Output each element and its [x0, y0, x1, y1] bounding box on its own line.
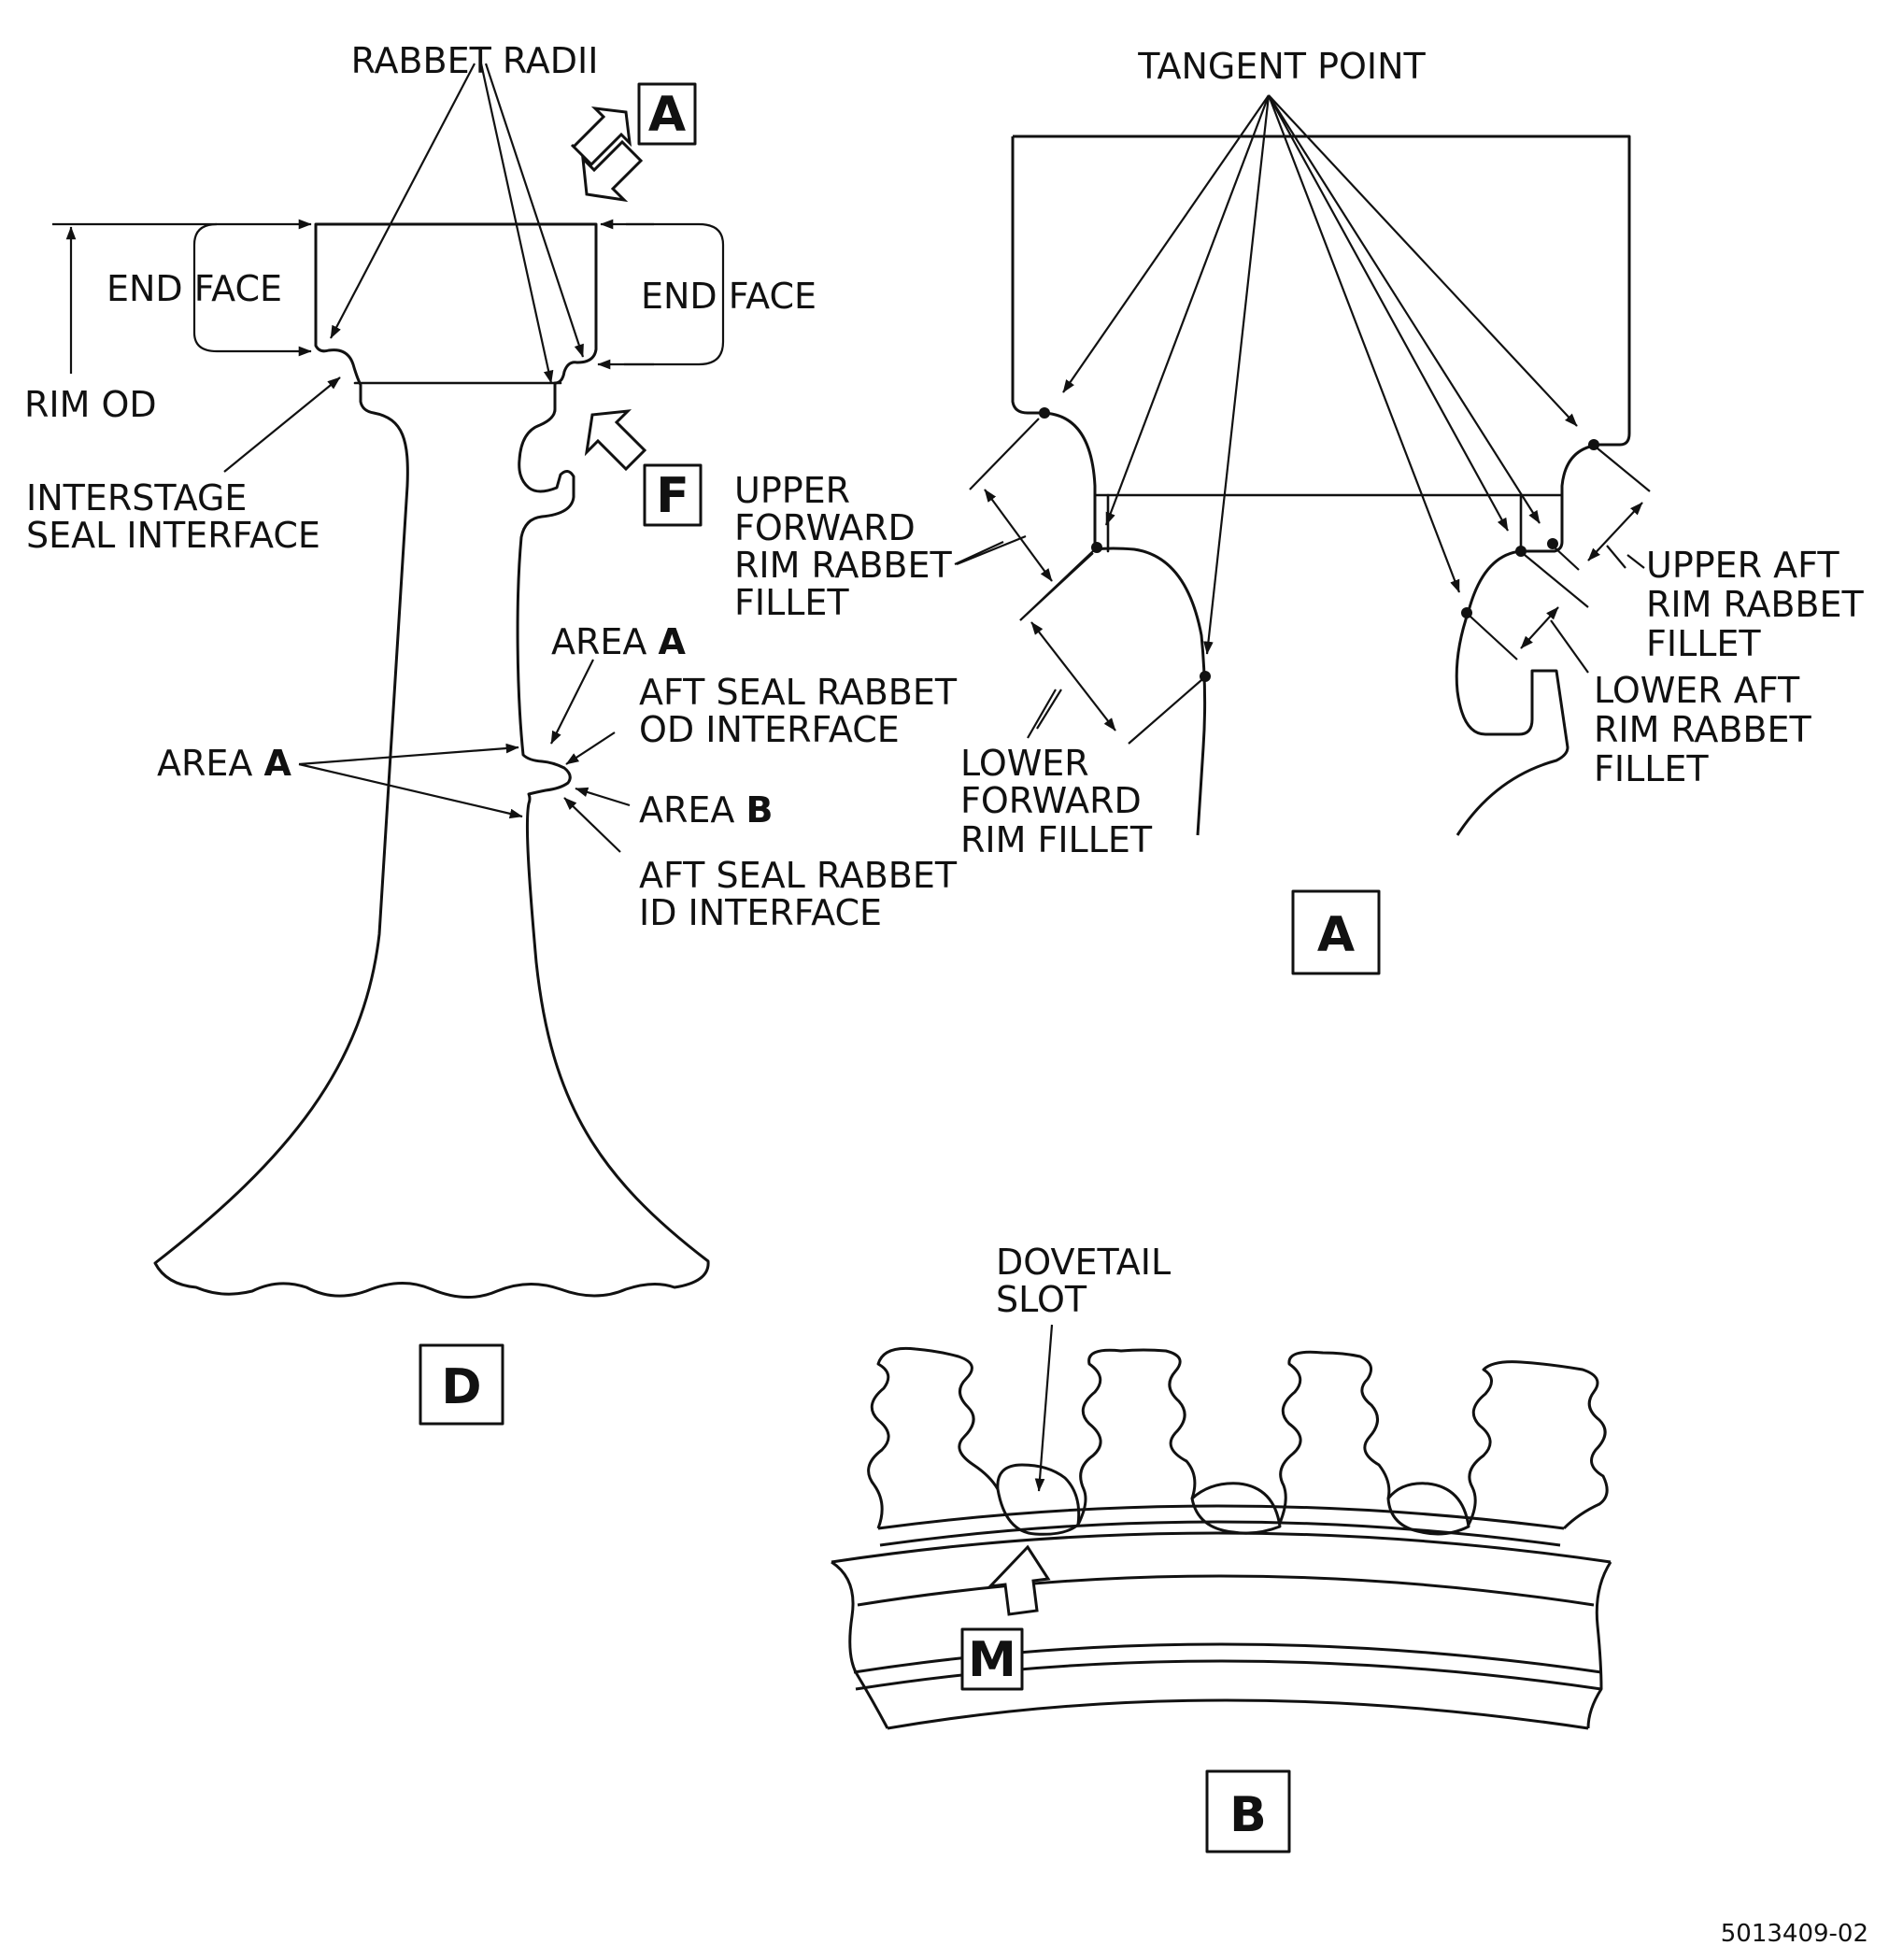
dovetail-label-1: DOVETAIL: [996, 1242, 1171, 1283]
area-b-label: AREA B: [639, 789, 773, 831]
lar-label-1: LOWER AFT: [1594, 670, 1800, 711]
rim-band-2: [879, 1520, 1561, 1547]
interstage-label-2: SEAL INTERFACE: [26, 515, 320, 556]
aft-id-label-2: ID INTERFACE: [639, 892, 882, 933]
rabbet-radii-leader-3: [484, 63, 585, 358]
dovetail-label-2: SLOT: [996, 1279, 1087, 1320]
view-b-label: B: [1229, 1787, 1267, 1843]
rim-band-bottom: [887, 1698, 1589, 1730]
aft-id-label-1: AFT SEAL RABBET: [639, 855, 958, 896]
aft-od-label-1: AFT SEAL RABBET: [639, 672, 958, 713]
tangent-dot-3: [1200, 671, 1211, 682]
detail-a-label-box: [1291, 889, 1381, 975]
area-b-leader: [575, 787, 631, 807]
rim-band-3: [857, 1574, 1595, 1607]
rim-od-label: RIM OD: [24, 384, 157, 425]
figure-number: 5013409-02: [1721, 1920, 1868, 1948]
view-arrow-m: [987, 1544, 1051, 1616]
detail-a-label: A: [1317, 907, 1355, 963]
rim-left-end: [831, 1560, 889, 1729]
view-d-label: D: [441, 1359, 481, 1415]
view-arrow-m-letter: M: [968, 1632, 1016, 1688]
interstage-label-1: INTERSTAGE: [26, 477, 247, 518]
rim-band-1: [877, 1504, 1565, 1530]
aft-id-leader: [563, 797, 621, 853]
view-arrow-a: A: [570, 82, 697, 203]
lfr-label-2: FORWARD: [960, 780, 1142, 821]
rim-band-top: [831, 1531, 1612, 1564]
view-arrow-a-letter: A: [648, 87, 686, 143]
ufr-label-4: FILLET: [734, 582, 849, 623]
area-a-left-leader-2: [298, 762, 523, 819]
rim-band-5: [855, 1659, 1602, 1691]
ufr-label-2: FORWARD: [734, 507, 916, 548]
end-face-left-bracket: [192, 222, 312, 357]
dovetail-leader: [1034, 1324, 1054, 1492]
view-arrow-f-letter: F: [656, 468, 689, 524]
tangent-dot-6: [1547, 538, 1558, 549]
area-a-left-label: AREA A: [157, 743, 291, 784]
detail-a-block-outline: [1011, 135, 1631, 551]
aft-fillet-curve: [1455, 541, 1569, 836]
area-a-left-leader-1: [298, 743, 519, 766]
lar-label-2: RIM RABBET: [1594, 709, 1811, 750]
lar-label-3: FILLET: [1594, 748, 1709, 789]
aft-od-label-2: OD INTERFACE: [639, 709, 900, 750]
rim-band-4: [853, 1642, 1602, 1674]
view-d: A F RABBET RADII END FACE END FACE RIM O…: [24, 40, 958, 1426]
view-d-label-box: [419, 1343, 504, 1426]
rabbet-radii-label: RABBET RADII: [351, 40, 599, 81]
lfr-label-3: RIM FILLET: [960, 819, 1153, 860]
end-face-left-label: END FACE: [107, 268, 282, 309]
forward-fillet-curve: [1094, 547, 1207, 836]
tangent-dot-4: [1588, 439, 1599, 450]
ufr-label-3: RIM RABBET: [734, 545, 952, 586]
area-a-top-label: AREA A: [551, 621, 686, 662]
uar-label-3: FILLET: [1646, 623, 1761, 664]
view-b: M DOVETAIL SLOT B: [831, 1242, 1612, 1853]
tangent-dot-1: [1039, 407, 1050, 419]
lfr-label-1: LOWER: [960, 743, 1089, 784]
rabbet-radii-leader-2: [479, 63, 554, 384]
rabbet-radii-leader-1: [330, 63, 476, 339]
ufr-label-1: UPPER: [734, 470, 850, 511]
tangent-dot-7: [1461, 607, 1472, 618]
end-face-right-bracket: [624, 222, 725, 366]
aft-od-leader: [565, 731, 616, 765]
uar-label-2: RIM RABBET: [1646, 584, 1864, 625]
rim-right-end: [1586, 1561, 1612, 1729]
uar-label-1: UPPER AFT: [1646, 545, 1839, 586]
view-arrow-f: F: [584, 409, 703, 527]
tangent-point-leaders: [1062, 94, 1578, 655]
tangent-dot-5: [1515, 546, 1527, 557]
interstage-leader: [223, 376, 341, 473]
end-face-right-label: END FACE: [641, 276, 817, 317]
area-a-top-leader: [550, 659, 594, 745]
disk-section-outline: [153, 222, 710, 1300]
detail-a: TANGENT POINT UPPER FORWARD RIM RABBET F…: [734, 46, 1864, 975]
view-b-label-box: [1205, 1769, 1291, 1853]
view-arrow-m-box: [960, 1627, 1024, 1691]
dovetail-teeth: [867, 1346, 1609, 1536]
tangent-point-label: TANGENT POINT: [1137, 46, 1426, 87]
